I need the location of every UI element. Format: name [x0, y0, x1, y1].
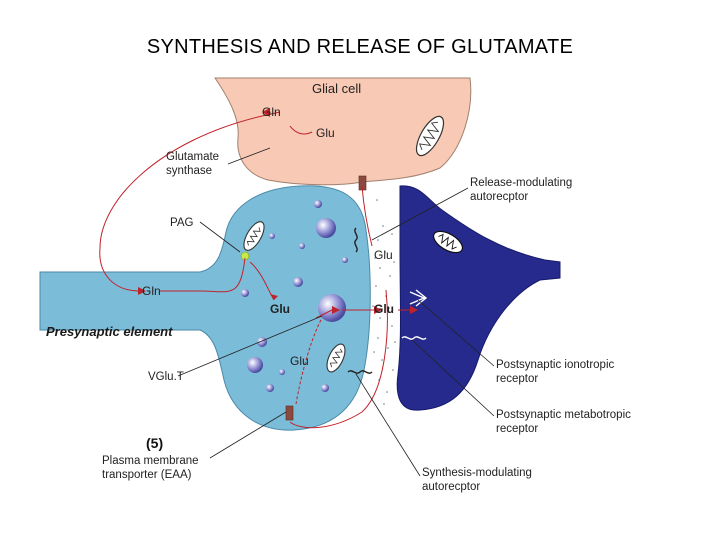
plasma-membrane-transporter: [285, 405, 294, 421]
synaptic-vesicles: [241, 200, 348, 392]
release-modulating-receptor: [354, 227, 358, 253]
presynaptic-mitochondrion-lower: [326, 343, 346, 373]
synthesis-modulating-receptor: [347, 370, 373, 374]
glu-center-label: Glu: [270, 302, 290, 316]
postsynaptic-metabotropic-label: Postsynaptic metabotropic receptor: [496, 409, 631, 435]
glu-cleft-label: Glu: [374, 248, 393, 262]
glial-mitochondrion: [415, 115, 445, 157]
gln-glial-label: Gln: [262, 105, 281, 119]
glial-cell: [214, 77, 472, 186]
page-title: SYNTHESIS AND RELEASE OF GLUTAMATE: [146, 36, 574, 58]
glial-cell-label: Glial cell: [312, 81, 362, 96]
release-modulating-label: Release-modulating autorecptor: [470, 177, 573, 203]
metabotropic-receptor: [401, 336, 427, 340]
panel-number: (5): [146, 435, 164, 451]
glu-lower-label: Glu: [290, 354, 309, 368]
glu-glial-label: Glu: [316, 126, 335, 140]
synthesis-modulating-label: Synthesis-modulating autorecptor: [422, 467, 532, 493]
arrow-heads: [138, 108, 418, 314]
presynaptic-mitochondrion-upper: [243, 221, 265, 251]
glutamate-synthase-label: Glutamate synthase: [166, 151, 220, 177]
plasma-membrane-label: Plasma membrane transporter (EAA): [102, 455, 199, 481]
glu-right-label: Glu: [374, 302, 394, 316]
postsynaptic-mitochondrion: [432, 230, 464, 254]
presynaptic-element-label: Presynaptic element: [46, 324, 173, 339]
vglut-label: VGlu.T: [148, 371, 184, 383]
presynaptic-terminal: [39, 185, 371, 431]
gln-presynaptic-label: Gln: [142, 284, 161, 298]
ionotropic-receptor: [409, 289, 428, 307]
postsynaptic-ionotropic-label: Postsynaptic ionotropic receptor: [496, 359, 615, 385]
glutamate-cycle-arrows: [99, 111, 410, 429]
pointer-lines: [177, 147, 495, 477]
pag-label: PAG: [170, 217, 194, 229]
